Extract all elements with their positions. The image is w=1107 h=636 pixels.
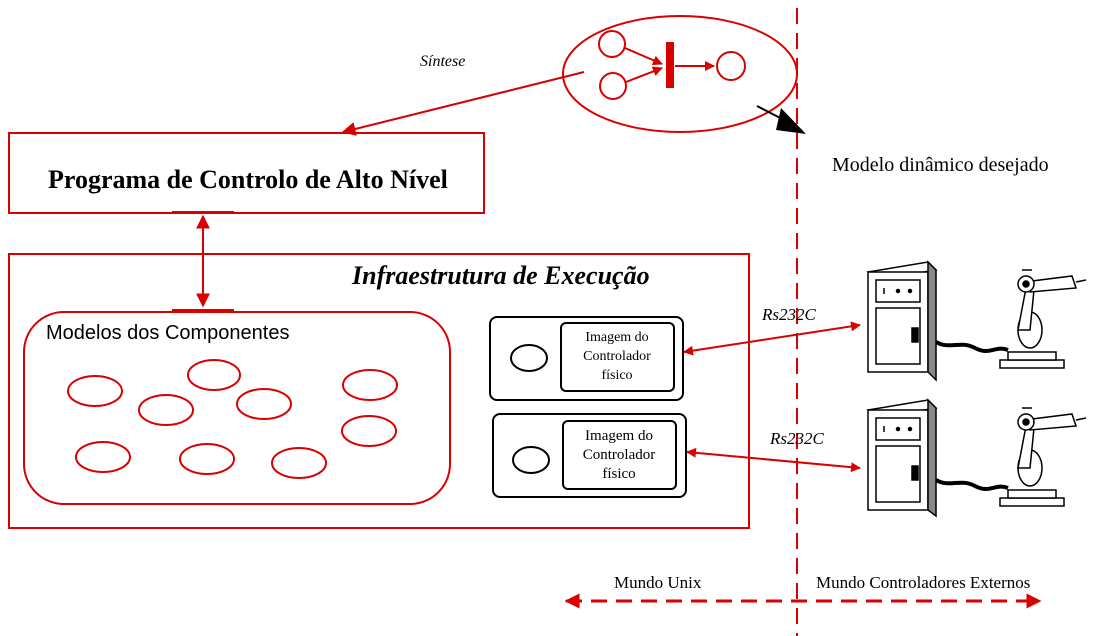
robot-station-1	[866, 260, 1087, 382]
robot-cable-1	[935, 340, 1009, 353]
controller-image-1-line2: Controlador	[583, 349, 651, 364]
petri-place-3	[716, 51, 746, 81]
component-model-8	[179, 443, 235, 475]
controller-image-2: Imagem do Controlador físico	[492, 413, 687, 498]
controller-image-2-outer	[492, 413, 687, 498]
petri-net-model	[562, 15, 798, 133]
synthesis-label: Síntese	[420, 53, 465, 70]
rs232c-label-2: Rs232C	[769, 429, 825, 448]
controller-image-2-line2: Controlador	[583, 447, 656, 463]
component-model-6	[341, 415, 397, 447]
component-model-5	[342, 369, 398, 401]
robot-arm-1	[999, 269, 1087, 369]
component-models-title: Modelos dos Componentes	[46, 322, 289, 344]
petri-arc-2	[625, 66, 663, 83]
desired-model-pointer-head	[776, 108, 806, 134]
controller-image-2-inner	[562, 420, 677, 490]
rs232c-label-1: Rs232C	[761, 305, 817, 324]
rs232c-link-1	[683, 321, 861, 356]
controller-image-1-port	[510, 344, 548, 372]
desired-model-ellipse	[562, 15, 798, 133]
execution-infrastructure-title: Infraestrutura de Execução	[351, 261, 650, 290]
controller-cabinet-2	[866, 398, 938, 518]
controller-image-2-line1: Imagem do	[585, 428, 653, 444]
petri-place-2	[599, 72, 627, 100]
controller-image-2-line3: físico	[602, 466, 635, 482]
synthesis-arrow	[341, 71, 585, 136]
robot-station-2	[866, 398, 1087, 518]
petri-arc-1	[624, 47, 663, 66]
component-model-4	[236, 388, 292, 420]
external-controllers-world-label: Mundo Controladores Externos	[816, 573, 1030, 592]
unix-world-label: Mundo Unix	[614, 573, 702, 592]
component-model-7	[75, 441, 131, 473]
controller-image-1-line3: físico	[601, 368, 632, 383]
controller-image-1-line1: Imagem do	[585, 330, 648, 345]
desired-model-label: Modelo dinâmico desejado	[832, 154, 1049, 176]
petri-transition	[666, 42, 674, 88]
controller-image-2-port	[512, 446, 550, 474]
controller-cabinet-1	[866, 260, 938, 382]
component-model-3	[138, 394, 194, 426]
high-level-program-box	[8, 132, 485, 214]
petri-place-1	[598, 30, 626, 58]
component-model-2	[187, 359, 241, 391]
controller-image-1: Imagem do Controlador físico	[489, 316, 684, 401]
component-model-1	[67, 375, 123, 407]
robot-arm-2	[999, 407, 1087, 507]
robot-cable-2	[935, 478, 1009, 491]
execution-infrastructure-box	[8, 253, 750, 529]
controller-image-1-inner	[560, 322, 675, 392]
component-model-9	[271, 447, 327, 479]
controller-image-1-outer	[489, 316, 684, 401]
component-models-box	[23, 311, 451, 505]
component-model-ellipses	[67, 359, 398, 479]
rs232c-link-2	[686, 447, 861, 473]
high-level-program-title: Programa de Controlo de Alto Nível	[48, 165, 448, 194]
